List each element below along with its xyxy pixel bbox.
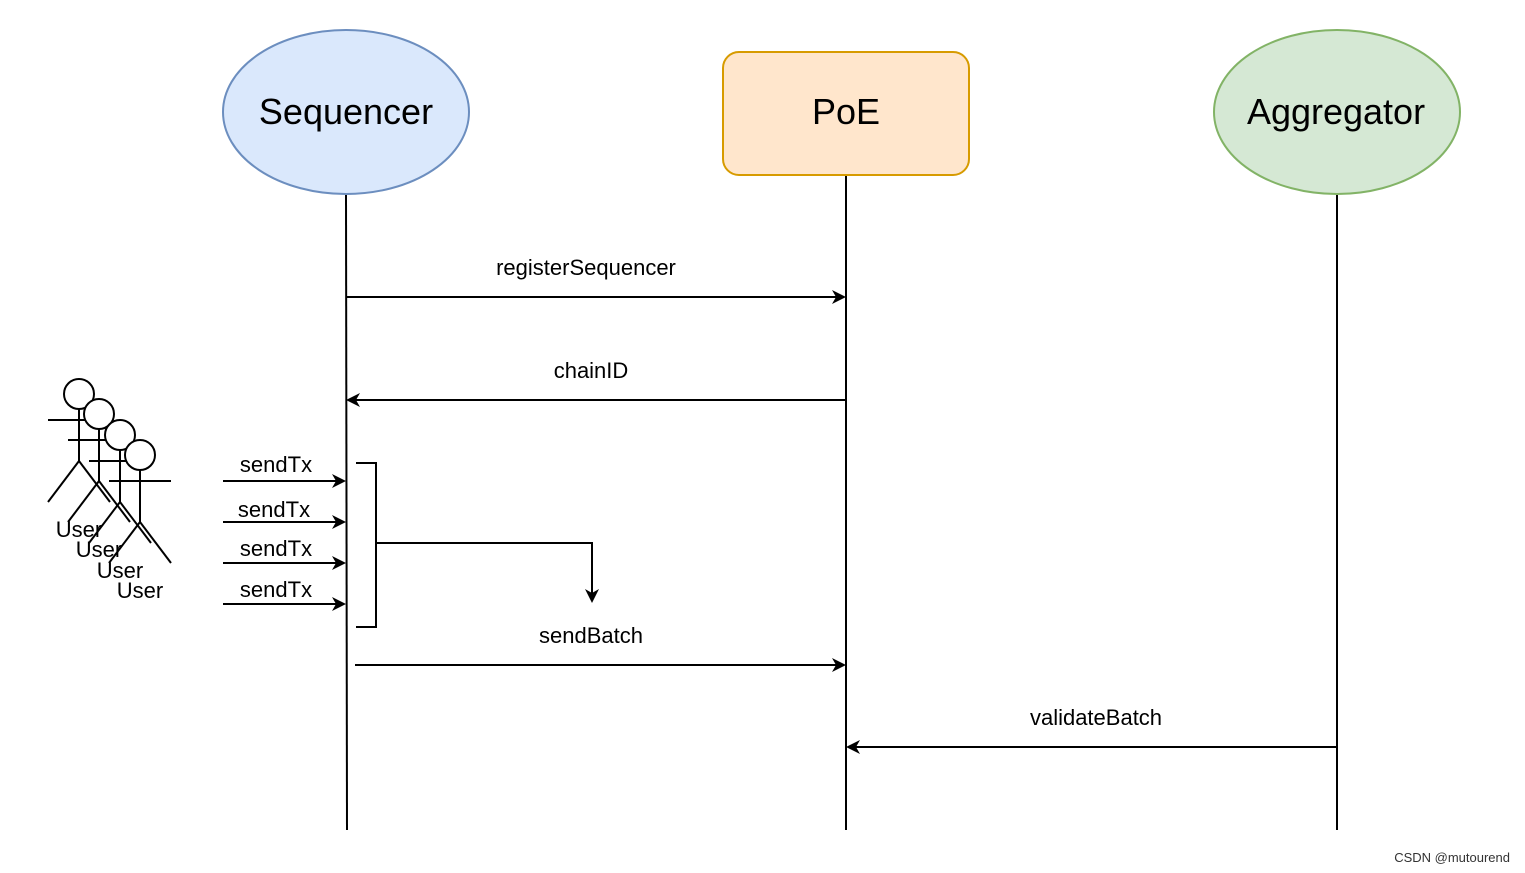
register-sequencer-label: registerSequencer xyxy=(496,255,676,280)
send-batch-label: sendBatch xyxy=(539,623,643,648)
sequencer-node: Sequencer xyxy=(222,29,470,195)
sequencer-lifeline xyxy=(345,194,348,831)
validate-batch-message: validateBatch xyxy=(846,705,1337,754)
batch-bracket xyxy=(356,462,377,628)
validate-batch-label: validateBatch xyxy=(1030,705,1162,730)
send-tx-message-1: sendTx xyxy=(223,452,346,488)
aggregator-node: Aggregator xyxy=(1213,29,1461,195)
user-label: User xyxy=(97,558,143,583)
batch-self-arrow xyxy=(376,542,599,603)
poe-node: PoE xyxy=(722,51,970,176)
send-batch-message: sendBatch xyxy=(355,623,846,672)
send-tx-label: sendTx xyxy=(240,452,312,477)
send-tx-label: sendTx xyxy=(238,497,310,522)
user-actor-2: User xyxy=(67,398,131,562)
send-tx-message-2: sendTx xyxy=(223,497,346,529)
send-tx-label: sendTx xyxy=(240,536,312,561)
chain-id-label: chainID xyxy=(554,358,629,383)
user-label: User xyxy=(76,537,122,562)
user-label: User xyxy=(117,578,163,603)
user-actor-4: User xyxy=(108,439,172,603)
register-sequencer-message: registerSequencer xyxy=(346,255,846,304)
send-tx-message-3: sendTx xyxy=(223,536,346,570)
send-tx-message-4: sendTx xyxy=(223,577,346,611)
send-tx-label: sendTx xyxy=(240,577,312,602)
sequencer-label: Sequencer xyxy=(259,91,433,132)
user-actor-1: User xyxy=(47,378,111,542)
aggregator-label: Aggregator xyxy=(1247,91,1425,132)
watermark: CSDN @mutourend xyxy=(1394,850,1510,865)
chain-id-message: chainID xyxy=(346,358,846,407)
user-label: User xyxy=(56,517,102,542)
poe-label: PoE xyxy=(812,91,880,132)
user-head xyxy=(124,439,156,471)
